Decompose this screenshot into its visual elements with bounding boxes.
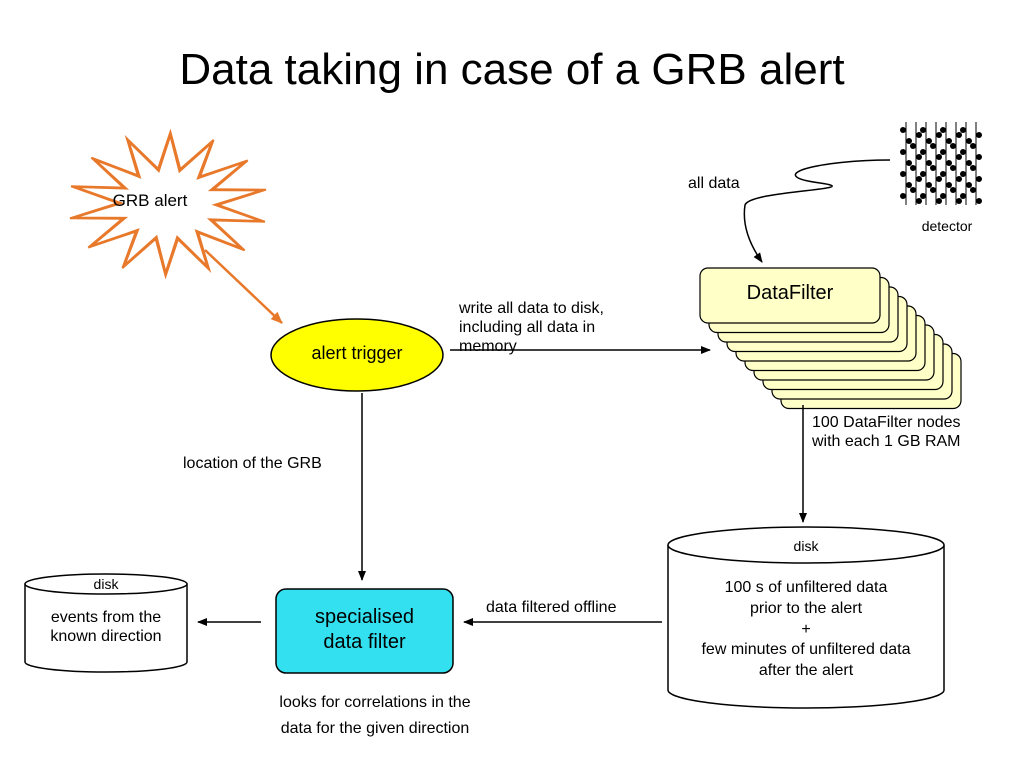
disk-small (24, 573, 188, 673)
datafilter-label: DataFilter (746, 282, 834, 304)
detector-module (926, 160, 932, 166)
detector-module (900, 149, 906, 155)
detector-module (926, 182, 932, 188)
detector-module (926, 138, 932, 144)
all-data-arrow (743, 159, 891, 263)
detector-module (950, 187, 956, 193)
disk-large-content: 100 s of unfiltered data prior to the al… (701, 579, 911, 680)
detector-module (956, 198, 962, 204)
specialised-filter-label: specialised data filter (315, 606, 414, 653)
detector-module (910, 143, 916, 149)
correlations-label: looks for correlations in the data for t… (279, 694, 471, 738)
detector-module (906, 182, 912, 188)
detector-module (960, 171, 966, 177)
detector-module (916, 154, 922, 160)
detector-module (920, 127, 926, 133)
detector-module (946, 160, 952, 166)
detector-module (940, 193, 946, 199)
detector-module (946, 138, 952, 144)
grb-alert-starburst (69, 128, 267, 280)
detector-module (910, 187, 916, 193)
nodes-info-label: 100 DataFilter nodes with each 1 GB RAM (812, 414, 961, 451)
alert-trigger-node (270, 318, 444, 392)
detector-module (900, 193, 906, 199)
detector-module (916, 132, 922, 138)
detector-module (910, 165, 916, 171)
detector-module (916, 198, 922, 204)
detector-module (930, 187, 936, 193)
detector-module (936, 154, 942, 160)
detector-icon (900, 122, 982, 205)
detector-module (976, 198, 982, 204)
detector-module (960, 149, 966, 155)
grb-alert-label: GRB alert (112, 191, 188, 210)
detector-module (940, 127, 946, 133)
location-label: location of the GRB (183, 455, 322, 472)
write-all-label: write all data to disk, including all da… (459, 300, 604, 356)
detector-module (970, 165, 976, 171)
detector-module (960, 193, 966, 199)
detector-module (966, 138, 972, 144)
detector-module (956, 132, 962, 138)
detector-module (970, 143, 976, 149)
detector-module (956, 154, 962, 160)
detector-module (920, 149, 926, 155)
detector-module (976, 154, 982, 160)
filtered-offline-label: data filtered offline (486, 599, 617, 616)
datafilter-node-box (699, 267, 881, 324)
specialised-filter-node (275, 588, 454, 674)
detector-module (900, 127, 906, 133)
detector-module (920, 193, 926, 199)
detector-module (946, 182, 952, 188)
detector-module (956, 176, 962, 182)
detector-module (930, 165, 936, 171)
detector-module (936, 132, 942, 138)
detector-label: detector (921, 218, 973, 234)
alert-trigger-label: alert trigger (311, 343, 403, 363)
disk-small-content: events from the known direction (50, 609, 162, 646)
detector-module (966, 160, 972, 166)
datafilter-stack (699, 267, 962, 410)
disk-large (667, 526, 945, 709)
slide-title: Data taking in case of a GRB alert (179, 45, 845, 94)
detector-module (950, 143, 956, 149)
detector-module (906, 160, 912, 166)
disk-small-header: disk (93, 576, 119, 592)
detector-module (940, 171, 946, 177)
detector-module (930, 143, 936, 149)
detector-module (906, 138, 912, 144)
detector-module (916, 176, 922, 182)
detector-module (936, 198, 942, 204)
detector-module (966, 182, 972, 188)
all-data-label: all data (688, 175, 740, 192)
detector-module (960, 127, 966, 133)
detector-module (976, 132, 982, 138)
detector-module (920, 171, 926, 177)
detector-module (940, 149, 946, 155)
detector-module (970, 187, 976, 193)
detector-module (900, 171, 906, 177)
alert-arrow (204, 249, 283, 324)
disk-large-header: disk (793, 538, 819, 554)
detector-module (950, 165, 956, 171)
detector-module (976, 176, 982, 182)
detector-module (936, 176, 942, 182)
